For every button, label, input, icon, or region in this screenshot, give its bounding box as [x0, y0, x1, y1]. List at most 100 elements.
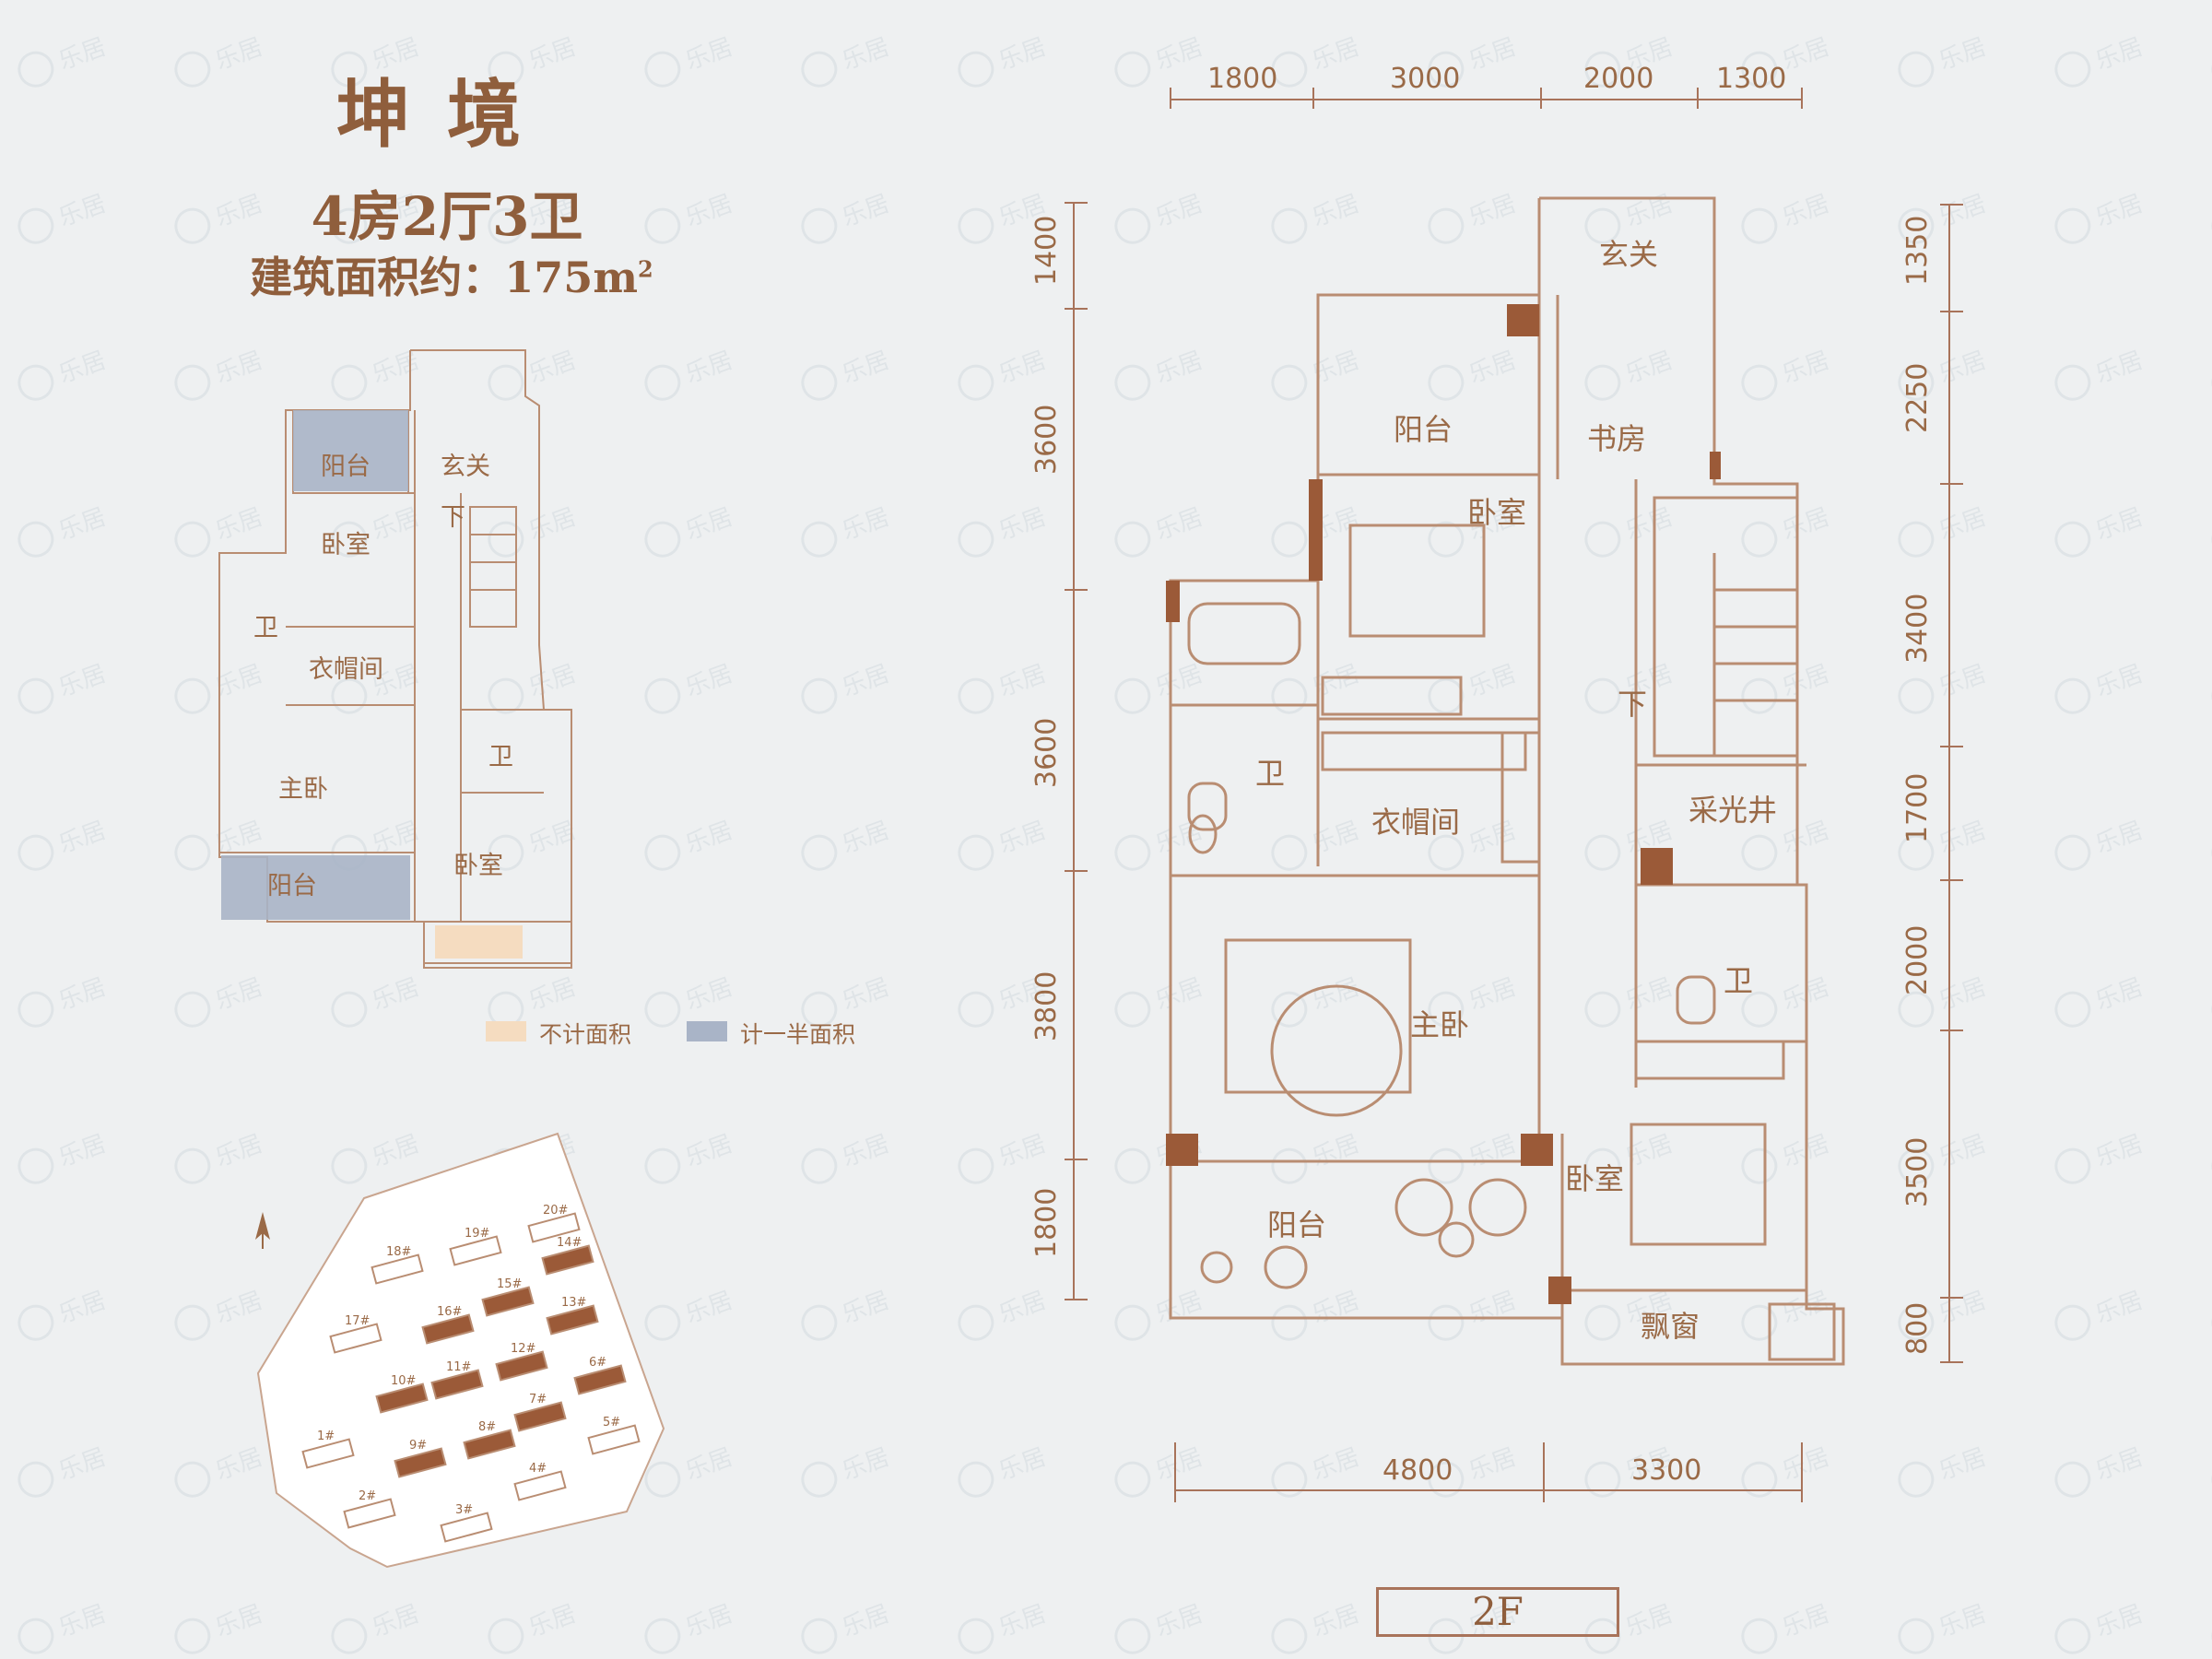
site-building-16: [421, 1313, 475, 1345]
layout-subtitle: 4房2厅3卫: [311, 185, 583, 248]
legend-label-half-area: 计一半面积: [740, 1021, 856, 1048]
dim-bottom: 3300: [1631, 1454, 1701, 1487]
site-building-8: [463, 1429, 516, 1460]
half-area-balcony-top: [293, 410, 408, 491]
dim-right: 2000: [1901, 925, 1934, 995]
site-building-20: [527, 1212, 581, 1243]
dim-right: 3500: [1901, 1137, 1934, 1207]
site-building-7: [513, 1401, 567, 1432]
site-building-15: [481, 1286, 535, 1317]
site-building-13: [546, 1304, 599, 1335]
small-room-label: 主卧: [278, 775, 328, 804]
room-label: 书房: [1587, 421, 1646, 456]
dim-bottom: 4800: [1382, 1454, 1453, 1487]
site-building-label: 7#: [529, 1393, 547, 1406]
dim-left: 3600: [1030, 718, 1063, 788]
site-building-9: [394, 1447, 447, 1478]
site-building-label: 17#: [345, 1314, 370, 1328]
dim-right: 1350: [1901, 216, 1934, 286]
dim-right: 3400: [1901, 594, 1934, 664]
site-building-label: 20#: [543, 1204, 568, 1218]
site-building-label: 2#: [359, 1489, 376, 1503]
small-room-label: 卫: [488, 743, 513, 771]
room-label: 卫: [1255, 756, 1285, 791]
site-building-17: [329, 1323, 382, 1354]
site-building-11: [430, 1369, 484, 1400]
dim-left: 1400: [1030, 216, 1063, 286]
legend-swatch-half-area: [687, 1021, 727, 1041]
area-label: 建筑面积约：175m2: [212, 244, 691, 305]
site-building-14: [541, 1244, 594, 1276]
dim-right: 800: [1901, 1302, 1934, 1355]
site-building-label: 19#: [465, 1227, 489, 1241]
room-label: 阳台: [1267, 1207, 1326, 1242]
floor-badge: 2F: [1376, 1587, 1619, 1637]
plan-title: 坤境: [336, 71, 558, 158]
site-building-label: 1#: [317, 1430, 335, 1443]
site-building-label: 13#: [561, 1296, 586, 1310]
site-building-2: [343, 1498, 396, 1529]
half-area-balcony-bottom: [221, 855, 410, 920]
site-building-10: [375, 1382, 429, 1414]
room-label: 卫: [1724, 963, 1753, 998]
small-room-label: 卫: [253, 614, 278, 642]
site-building-label: 6#: [589, 1356, 606, 1370]
site-building-label: 18#: [386, 1245, 411, 1259]
room-label: 卧室: [1565, 1161, 1624, 1196]
legend-swatch-no-area: [486, 1021, 526, 1041]
small-room-label: 下: [441, 503, 465, 532]
site-building-label: 12#: [511, 1342, 535, 1356]
dim-right: 1700: [1901, 773, 1934, 843]
room-label: 卧室: [1467, 495, 1526, 530]
site-boundary: [256, 1132, 665, 1569]
room-label: 采光井: [1688, 793, 1777, 828]
dim-left: 1800: [1030, 1188, 1063, 1258]
no-area-zone: [435, 925, 523, 959]
site-building-label: 9#: [409, 1439, 427, 1453]
dim-top: 1800: [1207, 63, 1277, 95]
site-building-label: 8#: [478, 1420, 496, 1434]
dim-top: 1300: [1716, 63, 1786, 95]
site-building-label: 4#: [529, 1462, 547, 1476]
room-label: 玄关: [1599, 237, 1658, 272]
site-building-18: [371, 1253, 424, 1285]
site-building-label: 5#: [603, 1416, 620, 1430]
small-room-label: 阳台: [321, 453, 371, 481]
room-label: 衣帽间: [1371, 805, 1460, 840]
site-building-19: [449, 1235, 502, 1266]
area-superscript: 2: [638, 255, 653, 283]
site-building-label: 3#: [455, 1503, 473, 1517]
site-building-label: 11#: [446, 1360, 471, 1374]
small-room-label: 阳台: [267, 872, 317, 900]
site-building-label: 10#: [391, 1374, 416, 1388]
dim-left: 3600: [1030, 405, 1063, 475]
small-room-label: 卧室: [321, 531, 371, 559]
dim-right: 2250: [1901, 363, 1934, 433]
dim-top: 2000: [1583, 63, 1653, 95]
site-building-12: [495, 1350, 548, 1382]
room-label: 主卧: [1410, 1007, 1469, 1042]
site-building-5: [587, 1424, 641, 1455]
site-building-6: [573, 1364, 627, 1395]
site-building-label: 15#: [497, 1277, 522, 1291]
site-buildings: 1# 2# 3# 4# 5# 6# 7# 8# 9# 10# 11# 12# 13# 14# 15# 16# 1…: [301, 1204, 641, 1543]
small-room-label: 玄关: [441, 453, 490, 481]
site-building-4: [513, 1470, 567, 1501]
dim-top: 3000: [1390, 63, 1460, 95]
site-building-label: 16#: [437, 1305, 462, 1319]
room-label: 飘窗: [1641, 1309, 1700, 1344]
site-building-label: 14#: [557, 1236, 582, 1250]
site-building-3: [440, 1512, 493, 1543]
north-arrow-icon: [255, 1212, 270, 1249]
dim-left: 3800: [1030, 971, 1063, 1041]
area-text: 建筑面积约：175m: [250, 253, 638, 302]
small-room-label: 衣帽间: [309, 655, 383, 684]
small-room-label: 卧室: [453, 852, 503, 880]
legend-label-no-area: 不计面积: [539, 1021, 632, 1048]
room-label: 阳台: [1394, 412, 1453, 447]
site-building-1: [301, 1438, 355, 1469]
room-label: 下: [1618, 687, 1647, 722]
